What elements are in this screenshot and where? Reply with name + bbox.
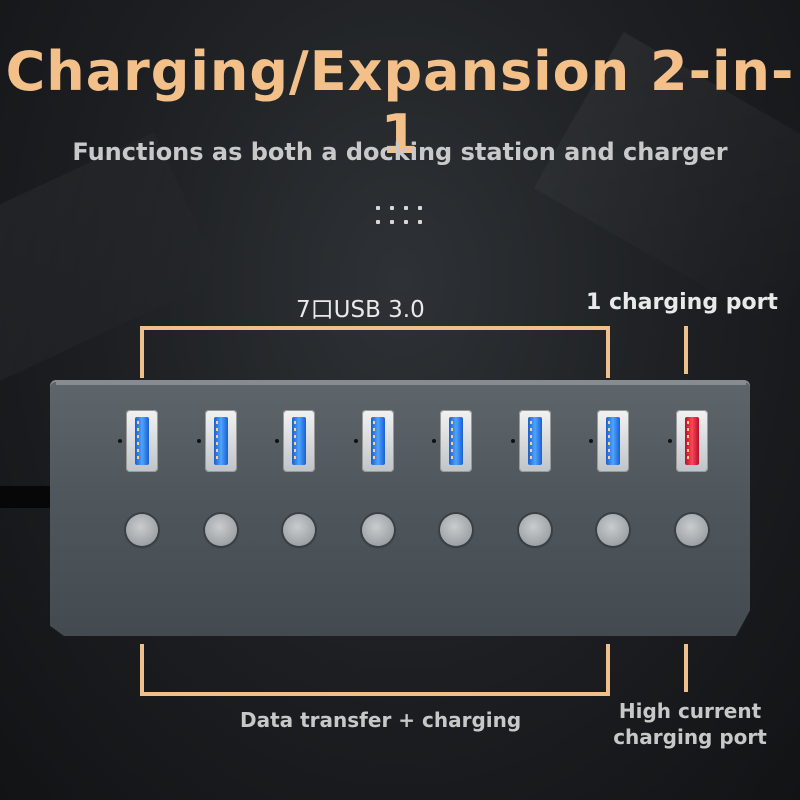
port-connector [370,417,385,465]
port-indicator-led [353,439,358,443]
usb-port [361,410,394,472]
charging-bracket-bottom [684,644,688,692]
port-power-button [283,514,315,546]
port-power-button [597,514,629,546]
usb-port [440,410,472,472]
port-indicator-led [275,439,279,443]
port-power-button [361,514,394,546]
headline: Charging/Expansion 2-in-1 [5,40,795,166]
hub-cable [0,486,60,508]
high-current-label: High current charging port [613,699,767,749]
usb-port [126,410,158,472]
data-transfer-label: Data transfer + charging [240,708,522,732]
usb-port [283,410,315,472]
usb-port [518,410,551,472]
port-connector [292,417,306,465]
port-power-button [204,514,237,546]
port-indicator-led [432,439,436,443]
usb-port [597,410,629,472]
port-indicator-led [118,439,122,443]
port-indicator-led [667,439,672,443]
usb-port [204,410,237,472]
hub-top-edge [56,382,746,385]
charging-port-label: 1 charging port [586,290,778,315]
port-power-button [518,514,551,546]
charging-bracket-top [684,326,688,374]
port-connector [449,417,463,465]
usb-bracket-bottom [140,644,610,696]
port-power-button [440,514,472,546]
port-connector [213,417,228,465]
port-indicator-led [589,439,593,443]
port-connector [606,417,620,465]
port-power-button [126,514,158,546]
subheadline: Functions as both a docking station and … [72,138,728,166]
dots-decoration [376,206,432,228]
port-power-button [675,514,708,546]
port-indicator-led [510,439,515,443]
port-connector [684,417,699,465]
port-connector [135,417,149,465]
port-connector [527,417,542,465]
usb-ports-label: 7口USB 3.0 [296,297,425,323]
port-indicator-led [196,439,201,443]
usb-bracket-top [140,326,610,378]
charging-port [675,410,708,472]
usb-hub-body [50,380,750,636]
